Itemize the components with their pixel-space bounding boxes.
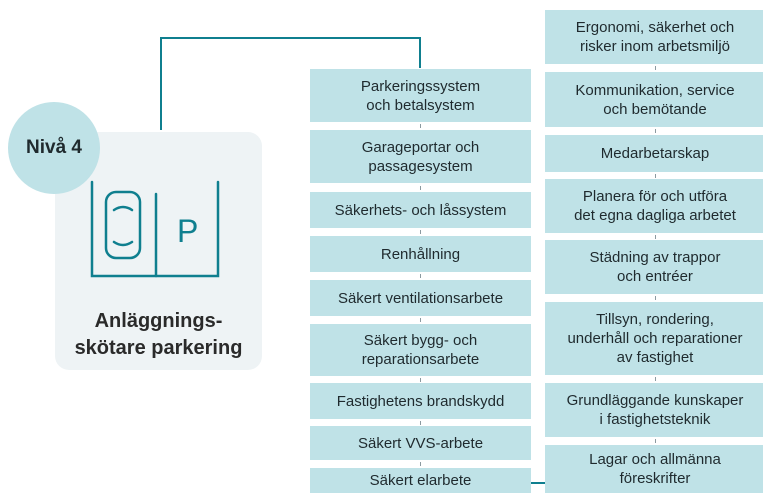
topic-label: Tillsyn, rondering, xyxy=(596,311,714,328)
topic-box-left-4: Renhållning xyxy=(310,236,531,272)
dot-separator xyxy=(655,377,656,381)
topic-label: Garageportar och xyxy=(361,138,480,156)
topic-box-right-6: Tillsyn, rondering, underhåll och reparat… xyxy=(545,302,763,375)
topic-box-right-3: Medarbetarskap xyxy=(545,135,763,172)
topic-label: Planera för och utföra xyxy=(582,188,728,205)
topic-box-right-1: Ergonomi, säkerhet och risker inom arbets… xyxy=(545,10,763,64)
topic-label: Medarbetarskap xyxy=(600,145,710,162)
topic-box-left-5: Säkert ventilationsarbete xyxy=(310,280,531,316)
dot-separator xyxy=(420,462,421,466)
topic-label: Renhållning xyxy=(380,245,461,263)
role-title-line2: skötare parkering xyxy=(74,337,243,359)
topic-box-right-5: Städning av trappor och entréer xyxy=(545,240,763,294)
role-title-line1: Anläggnings- xyxy=(94,310,223,332)
topic-label: och entréer xyxy=(617,268,693,285)
dot-separator xyxy=(655,235,656,239)
car-windshield xyxy=(112,205,134,212)
dot-separator xyxy=(655,174,656,178)
dot-separator xyxy=(420,378,421,382)
topic-label: underhåll och reparationer xyxy=(567,330,743,347)
topic-label: reparationsarbete xyxy=(361,351,480,368)
dot-separator xyxy=(420,274,421,278)
dot-separator xyxy=(420,186,421,190)
topic-label: Säkert VVS-arbete xyxy=(357,434,484,452)
topic-label: Säkert elarbete xyxy=(369,472,472,489)
dot-separator xyxy=(655,439,656,443)
level-badge: Nivå 4 xyxy=(8,102,100,194)
topic-label: det egna dagliga arbetet xyxy=(574,207,736,224)
topic-box-left-8: Säkert VVS-arbete xyxy=(310,426,531,460)
dot-separator xyxy=(655,66,656,70)
topic-box-left-9: Säkert elarbete xyxy=(310,468,531,493)
dot-separator xyxy=(655,296,656,300)
topic-label: och betalsystem xyxy=(366,96,475,114)
dot-separator xyxy=(420,318,421,322)
topic-label: risker inom arbetsmiljö xyxy=(579,38,731,55)
dot-separator xyxy=(420,230,421,234)
topic-box-right-7: Grundläggande kunskaper i fastighetstekni… xyxy=(545,383,763,437)
topic-box-left-3: Säkerhets- och låssystem xyxy=(310,192,531,228)
dot-separator xyxy=(420,124,421,128)
topic-label: Fastighetens brandskydd xyxy=(336,392,505,410)
topic-label: i fastighetsteknik xyxy=(599,411,711,428)
topic-label: Säkert ventilationsarbete xyxy=(337,289,504,307)
car-rear-window xyxy=(112,240,134,247)
dot-separator xyxy=(655,129,656,133)
topic-box-left-6: Säkert bygg- och reparationsarbete xyxy=(310,324,531,376)
topic-label: Städning av trappor xyxy=(589,249,721,266)
topic-label: Lagar och allmänna xyxy=(589,451,721,468)
topic-label: passagesystem xyxy=(368,157,473,175)
parking-sign-icon: P xyxy=(177,213,198,249)
topic-label: Ergonomi, säkerhet och xyxy=(575,19,735,36)
topic-label: av fastighet xyxy=(616,349,694,366)
topic-label: Kommunikation, service xyxy=(575,81,735,99)
topic-box-left-7: Fastighetens brandskydd xyxy=(310,383,531,419)
topic-box-right-8: Lagar och allmänna föreskrifter xyxy=(545,445,763,493)
car-icon xyxy=(104,190,142,260)
topic-label: Grundläggande kunskaper xyxy=(566,392,744,409)
role-title: Anläggnings- skötare parkering xyxy=(55,308,262,362)
dot-separator xyxy=(420,421,421,425)
topic-label: Parkeringssystem xyxy=(360,77,481,95)
topic-label: och bemötande xyxy=(603,100,707,118)
topic-box-right-4: Planera för och utföra det egna dagliga a… xyxy=(545,179,763,233)
parking-garage-illustration: P xyxy=(90,180,220,278)
topic-label: föreskrifter xyxy=(619,470,691,487)
level-label: Nivå 4 xyxy=(26,137,82,158)
topic-label: Säkerhets- och låssystem xyxy=(334,201,507,219)
topic-label: Säkert bygg- och xyxy=(363,332,478,349)
